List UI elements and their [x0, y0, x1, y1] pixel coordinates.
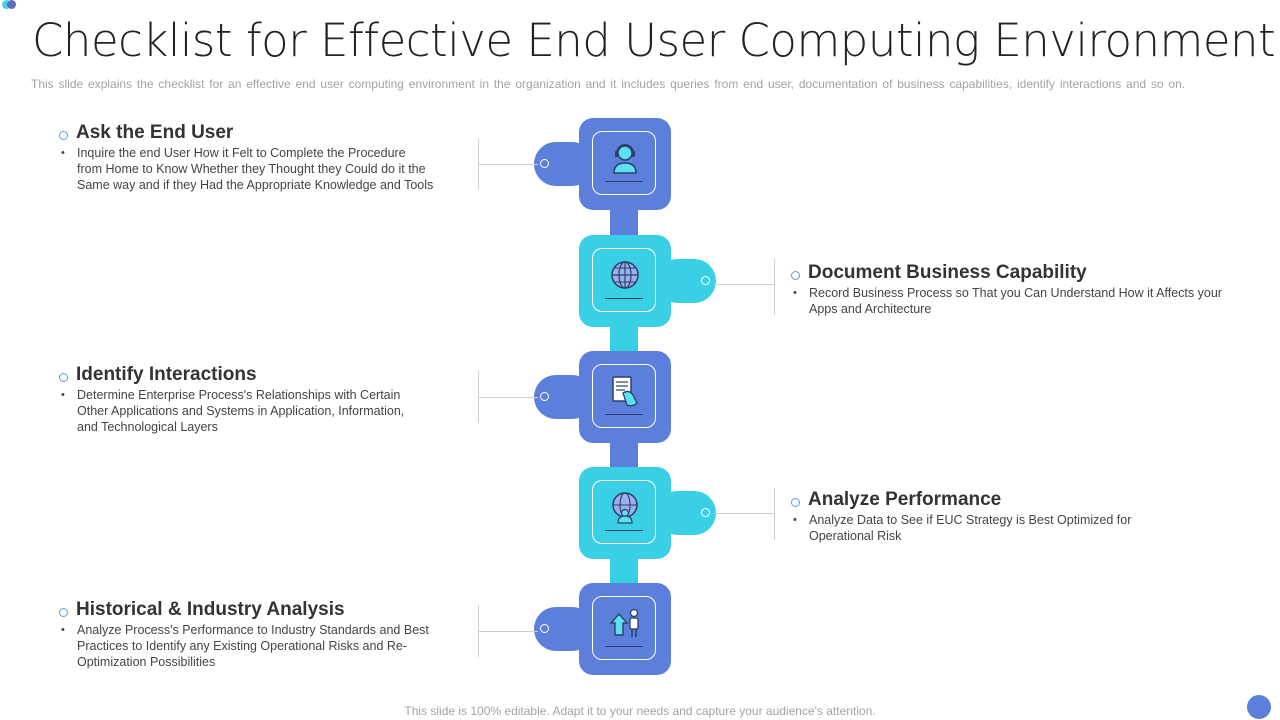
step-heading: Identify Interactions: [76, 364, 257, 385]
step-item-4: Analyze Performance Analyze Data to See …: [791, 488, 1171, 544]
icon-tile: [592, 596, 656, 660]
step-description: Analyze Data to See if EUC Strategy is B…: [793, 512, 1171, 544]
circle-bullet-icon: [791, 270, 800, 280]
step-node-2: [579, 235, 716, 327]
page-title: Checklist for Effective End User Computi…: [32, 14, 1276, 67]
icon-tile: [592, 364, 656, 428]
connector-line: [478, 631, 538, 632]
step-tab: [534, 375, 594, 419]
connector-line: [478, 397, 538, 398]
circle-bullet-icon: [59, 607, 68, 617]
step-item-2: Document Business Capability Record Busi…: [791, 261, 1231, 317]
corner-circle-decoration: [1247, 695, 1271, 719]
step-item-5: Historical & Industry Analysis Analyze P…: [59, 598, 439, 670]
connector-bracket: [774, 259, 775, 315]
page-subtitle: This slide explains the checklist for an…: [31, 77, 1186, 91]
footer-note: This slide is 100% editable. Adapt it to…: [404, 704, 876, 718]
globe-person-icon: [612, 492, 638, 524]
icon-tile: [592, 131, 656, 195]
corner-decoration: [2, 0, 22, 10]
spine-segment: [610, 556, 638, 588]
globe-icon: [611, 261, 639, 289]
step-tab: [534, 607, 594, 651]
step-tab: [656, 259, 716, 303]
connector-bracket: [478, 605, 479, 657]
growth-person-icon: [609, 608, 639, 637]
circle-bullet-icon: [791, 497, 800, 507]
step-node-4: [579, 467, 716, 559]
step-description: Determine Enterprise Process's Relations…: [61, 387, 419, 435]
connector-line: [714, 513, 774, 514]
circle-bullet-icon: [59, 130, 68, 140]
connector-bracket: [478, 139, 479, 190]
step-node-5: [534, 583, 671, 675]
icon-tile: [592, 248, 656, 312]
step-description: Inquire the end User How it Felt to Comp…: [61, 145, 434, 193]
spine-segment: [610, 440, 638, 472]
step-node-3: [534, 351, 671, 443]
user-headset-icon: [613, 144, 637, 174]
step-heading: Ask the End User: [76, 122, 234, 143]
icon-tile: [592, 480, 656, 544]
step-tab: [534, 142, 594, 186]
step-description: Record Business Process so That you Can …: [793, 285, 1231, 317]
step-description: Analyze Process's Performance to Industr…: [61, 622, 439, 670]
connector-bracket: [478, 371, 479, 423]
connector-line: [714, 284, 774, 285]
step-heading: Document Business Capability: [808, 262, 1087, 283]
connector-bracket: [774, 488, 775, 540]
spine-segment: [610, 208, 638, 240]
step-node-1: [534, 118, 671, 210]
circle-bullet-icon: [59, 372, 68, 382]
step-tab: [656, 491, 716, 535]
step-item-3: Identify Interactions Determine Enterpri…: [59, 363, 419, 435]
connector-line: [478, 164, 538, 165]
step-item-1: Ask the End User Inquire the end User Ho…: [59, 121, 434, 193]
step-heading: Analyze Performance: [808, 489, 1002, 510]
document-hand-icon: [612, 376, 638, 407]
step-heading: Historical & Industry Analysis: [76, 599, 345, 620]
